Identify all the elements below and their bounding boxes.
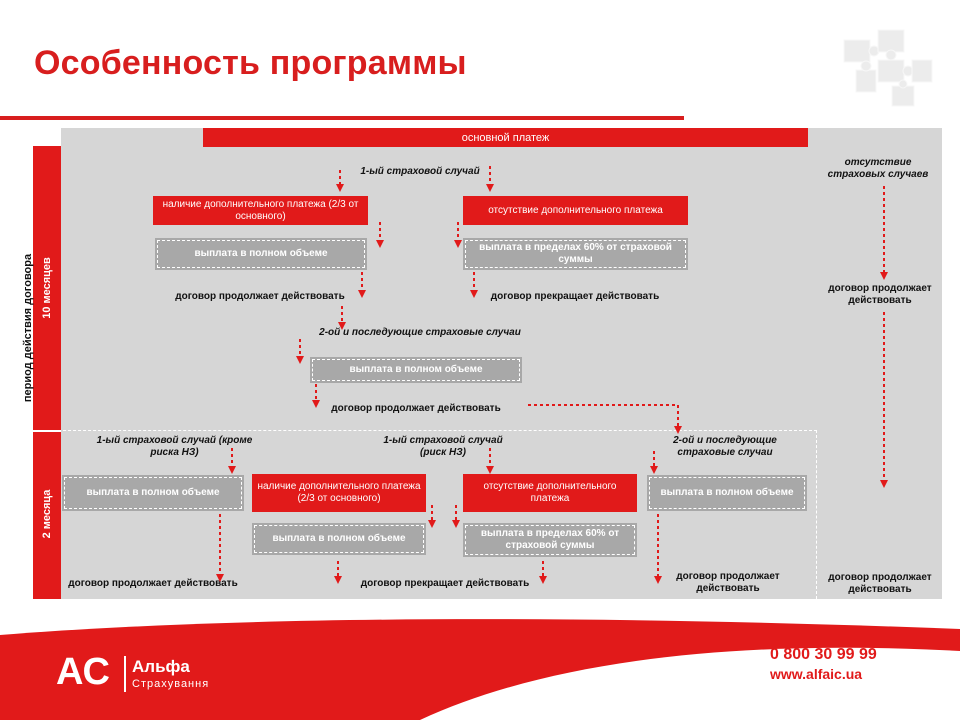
phone-number: 0 800 30 99 99	[770, 646, 877, 663]
bottom-contract-continues-left: договор продолжает действовать	[68, 578, 238, 589]
period-label: период действия договора	[22, 253, 34, 403]
bottom-full-payout-right: выплата в полном объеме	[647, 475, 807, 511]
case-except-nz-label: 1-ый страховой случай (кроме риска НЗ)	[96, 435, 253, 458]
website-link[interactable]: www.alfaic.ua	[770, 666, 863, 682]
bottom-contract-continues-right: договор продолжает действовать	[676, 571, 780, 594]
no-additional-box: отсутствие дополнительного платежа	[463, 196, 688, 225]
first-case-label: 1-ый страховой случай	[360, 166, 480, 177]
main-payment-bar: основной платеж	[203, 128, 808, 147]
bottom-subsequent-label: 2-ой и последующие страховые случаи	[673, 435, 777, 458]
two-months-label: 2 месяца	[41, 489, 53, 539]
has-additional-box: наличие дополнительного платежа (2/3 от …	[153, 196, 368, 225]
full-payout-box: выплата в полном объеме	[155, 238, 367, 270]
column-divider	[816, 430, 817, 599]
title-rule	[0, 116, 684, 120]
right-contract-continues-1: договор продолжает действовать	[828, 283, 932, 306]
payout-60-box: выплата в пределах 60% от страховой сумм…	[463, 238, 688, 270]
contract-continues-label-2: договор продолжает действовать	[331, 403, 501, 414]
bottom-full-payout-mid: выплата в полном объеме	[252, 523, 426, 555]
contract-terminates-label: договор прекращает действовать	[490, 291, 660, 302]
puzzle-icon	[843, 29, 933, 107]
bottom-contract-terminates: договор прекращает действовать	[360, 578, 530, 589]
footer-band	[0, 619, 960, 720]
logo-name: Альфа	[132, 657, 190, 676]
sidebar-ten-months	[33, 146, 61, 430]
bottom-no-additional-box: отсутствие дополнительного платежа	[463, 474, 637, 512]
ten-months-label: 10 месяцев	[41, 257, 53, 319]
bottom-payout-60-box: выплата в пределах 60% от страховой сумм…	[463, 523, 637, 557]
case-nz-label: 1-ый страховой случай (риск НЗ)	[383, 435, 503, 458]
right-contract-continues-2: договор продолжает действовать	[828, 572, 932, 595]
sidebar-two-months	[33, 432, 61, 599]
logo-separator	[124, 656, 126, 692]
page-title: Особенность программы	[34, 44, 467, 82]
bottom-has-additional-box: наличие дополнительного платежа (2/3 от …	[252, 474, 426, 512]
logo-subtitle: Страхування	[132, 678, 210, 690]
contract-continues-label: договор продолжает действовать	[175, 291, 345, 302]
period-divider	[33, 430, 817, 431]
subsequent-cases-label: 2-ой и последующие страховые случаи	[319, 327, 521, 338]
bottom-full-payout-left: выплата в полном объеме	[62, 475, 244, 511]
company-logo: AC	[56, 651, 110, 693]
full-payout-box-2: выплата в полном объеме	[310, 357, 522, 383]
no-cases-label: отсутствие страховых случаев	[827, 157, 929, 180]
